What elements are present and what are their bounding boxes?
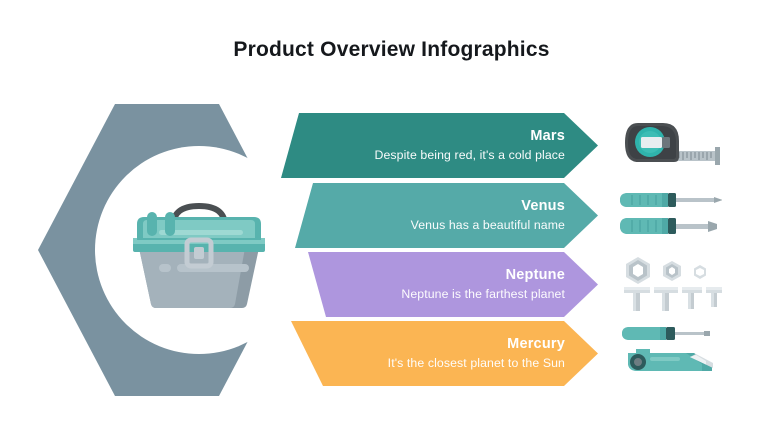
banner-mercury[interactable]: Mercury It's the closest planet to the S… <box>291 321 598 386</box>
toolbox-icon <box>133 202 265 308</box>
banner-subtitle-mars: Despite being red, it's a cold place <box>374 148 565 163</box>
page-title: Product Overview Infographics <box>233 38 550 61</box>
banner-title-mercury: Mercury <box>507 336 565 353</box>
center-graphic <box>38 104 303 396</box>
banner-neptune[interactable]: Neptune Neptune is the farthest planet <box>308 252 598 317</box>
banner-title-venus: Venus <box>521 198 565 215</box>
utility-knife-icon <box>622 327 713 371</box>
tape-measure-icon <box>625 123 720 165</box>
screwdrivers-icon <box>620 193 722 234</box>
banner-subtitle-mercury: It's the closest planet to the Sun <box>387 356 565 371</box>
banner-title-neptune: Neptune <box>505 267 565 284</box>
nuts-and-bolts-icon <box>624 257 722 311</box>
banner-title-mars: Mars <box>530 128 565 145</box>
banner-subtitle-venus: Venus has a beautiful name <box>410 218 565 233</box>
banner-subtitle-neptune: Neptune is the farthest planet <box>401 287 565 302</box>
banner-mars[interactable]: Mars Despite being red, it's a cold plac… <box>281 113 598 178</box>
banner-venus[interactable]: Venus Venus has a beautiful name <box>295 183 598 248</box>
